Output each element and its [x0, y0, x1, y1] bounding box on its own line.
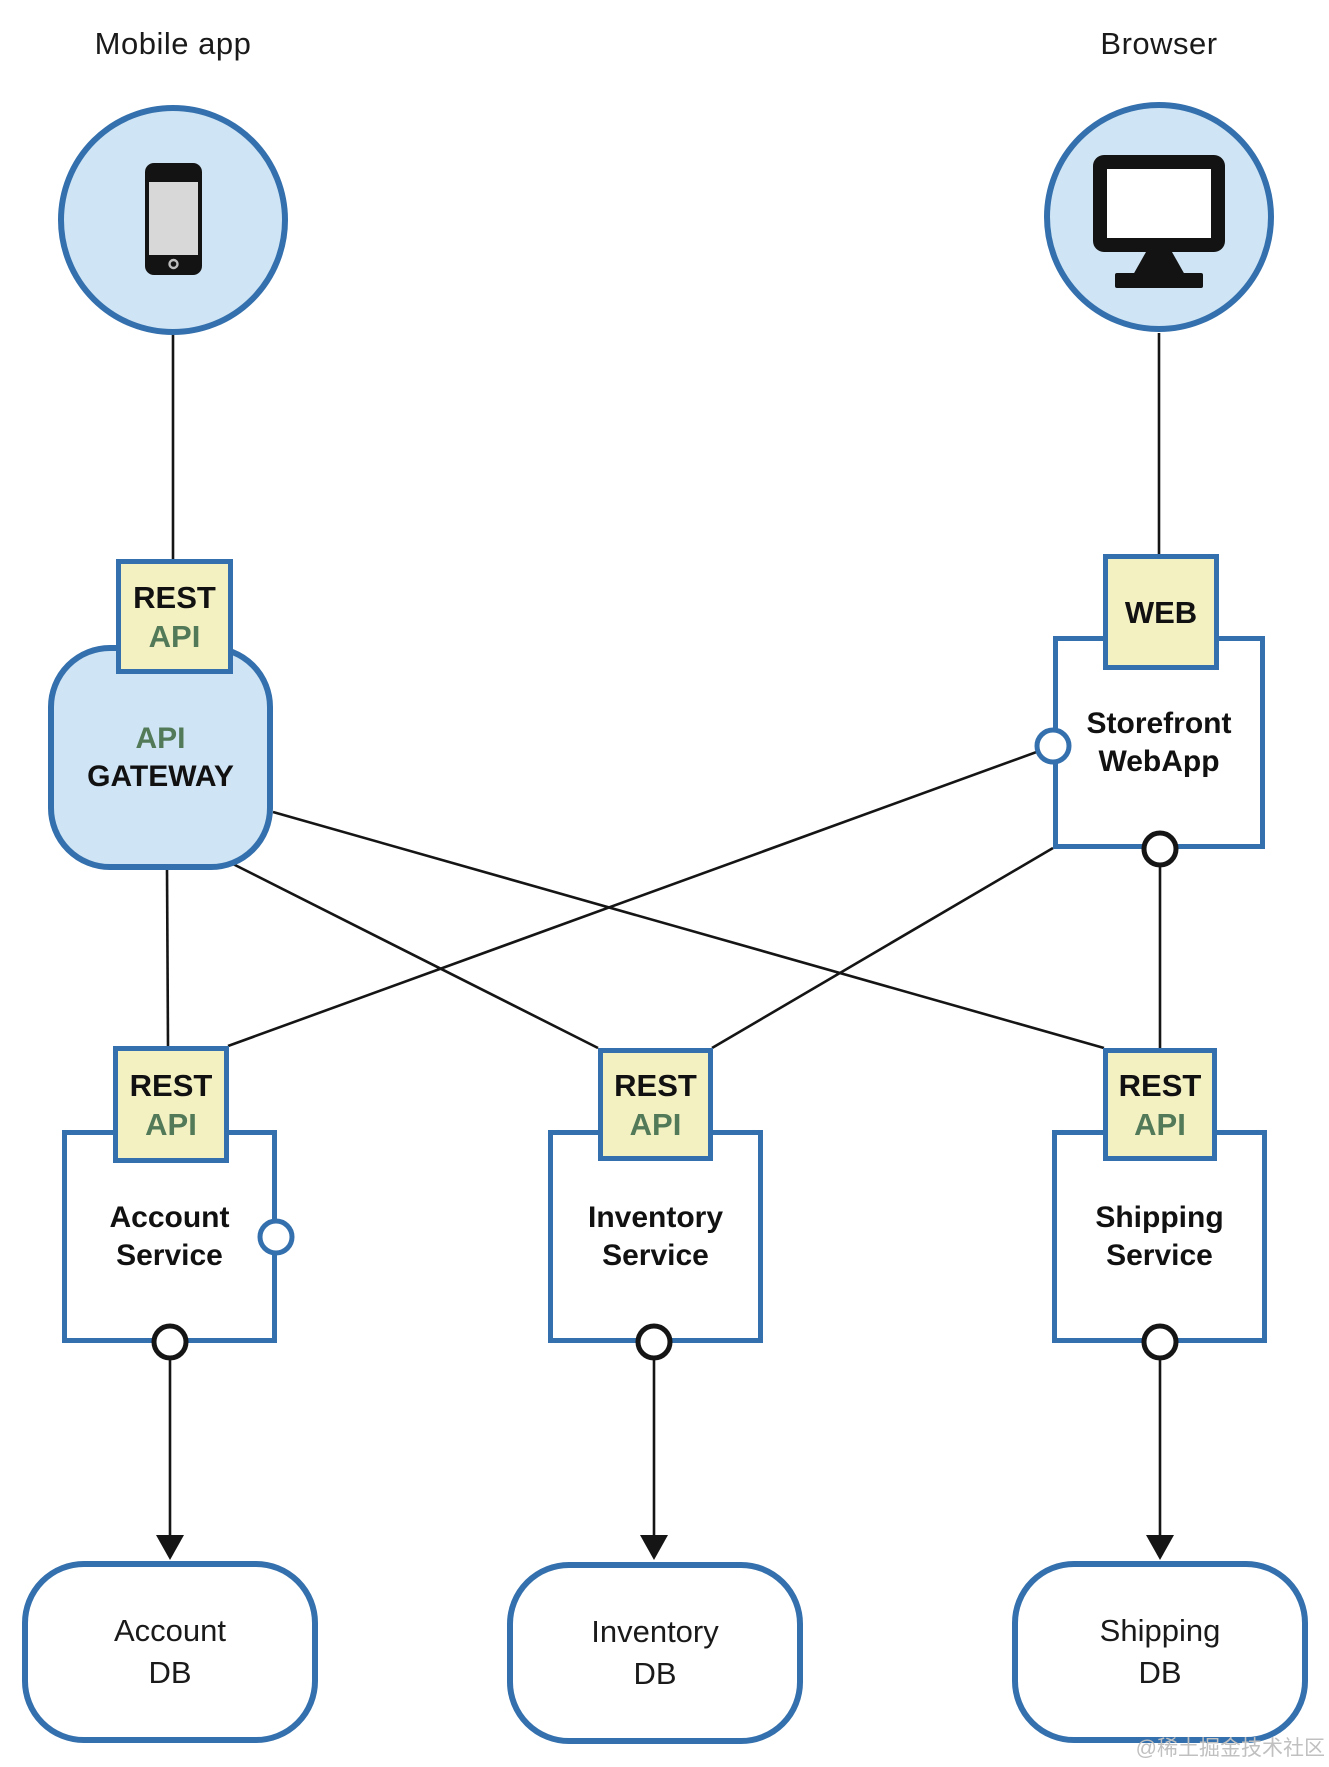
api-gateway-rest-api-badge: REST API	[116, 559, 233, 674]
inventory-service-bottom-port	[635, 1323, 673, 1361]
edge-storefront-to-account-api	[227, 744, 1054, 1048]
account-service-name-line2: Service	[116, 1238, 223, 1272]
inventory-db-node: Inventory DB	[507, 1562, 803, 1744]
edge-gateway-to-inventory-api	[230, 861, 599, 1050]
storefront-bottom-port	[1141, 830, 1179, 868]
mobile-app-label: Mobile app	[94, 26, 252, 61]
badge-rest-label: REST	[129, 1067, 213, 1103]
badge-api-label: API	[148, 618, 201, 654]
inventory-db-line2: DB	[633, 1656, 677, 1691]
smartphone-icon	[145, 163, 202, 275]
mobile-app-node	[58, 105, 288, 335]
shipping-db-line1: Shipping	[1099, 1613, 1221, 1648]
inventory-db-line1: Inventory	[591, 1614, 719, 1649]
shipping-service-bottom-port	[1141, 1323, 1179, 1361]
storefront-title-line1: Storefront	[1086, 706, 1232, 740]
shipping-service-node: Shipping Service	[1052, 1130, 1267, 1343]
edge-storefront-to-inventory-api	[711, 846, 1054, 1050]
account-service-right-port	[257, 1218, 295, 1256]
arrowhead-shipping-db	[1146, 1535, 1174, 1560]
shipping-db-node: Shipping DB	[1012, 1561, 1308, 1743]
shipping-service-name-line2: Service	[1106, 1238, 1213, 1272]
badge-api-label: API	[1134, 1106, 1186, 1142]
account-service-name-line1: Account	[109, 1200, 230, 1234]
badge-api-label: API	[629, 1106, 682, 1142]
shipping-service-rest-api-badge: REST API	[1103, 1048, 1217, 1161]
account-db-node: Account DB	[22, 1561, 318, 1743]
badge-rest-label: REST	[614, 1067, 697, 1103]
inventory-service-name-line2: Service	[602, 1238, 709, 1272]
shipping-db-line2: DB	[1138, 1655, 1182, 1690]
badge-api-label: API	[145, 1106, 197, 1142]
badge-web-label: WEB	[1124, 594, 1198, 630]
account-service-rest-api-badge: REST API	[113, 1046, 229, 1163]
inventory-service-name-line1: Inventory	[587, 1200, 724, 1234]
account-db-line2: DB	[148, 1655, 192, 1690]
storefront-web-badge: WEB	[1103, 554, 1219, 670]
account-db-line1: Account	[113, 1613, 226, 1648]
arrowhead-inventory-db	[640, 1535, 668, 1560]
storefront-webapp-node: Storefront WebApp	[1053, 636, 1265, 849]
inventory-service-rest-api-badge: REST API	[598, 1048, 713, 1161]
edge-gateway-to-account-api	[165, 867, 170, 1047]
arrowhead-account-db	[156, 1535, 184, 1560]
inventory-service-node: Inventory Service	[548, 1130, 763, 1343]
shipping-service-name-line1: Shipping	[1095, 1200, 1224, 1234]
watermark-text: @稀土掘金技术社区	[1135, 1737, 1325, 1760]
api-gateway-node: API GATEWAY	[48, 645, 273, 870]
account-service-bottom-port	[151, 1323, 189, 1361]
api-gateway-title-line1: API	[135, 721, 186, 755]
badge-rest-label: REST	[1118, 1067, 1202, 1103]
browser-node	[1044, 102, 1274, 332]
storefront-title-line2: WebApp	[1098, 744, 1220, 778]
edge-gateway-to-shipping-api	[272, 810, 1105, 1050]
api-gateway-title-line2: GATEWAY	[87, 759, 234, 793]
browser-label: Browser	[1100, 26, 1218, 61]
monitor-icon	[1093, 155, 1225, 288]
storefront-left-port	[1034, 727, 1072, 765]
badge-rest-label: REST	[133, 579, 216, 615]
